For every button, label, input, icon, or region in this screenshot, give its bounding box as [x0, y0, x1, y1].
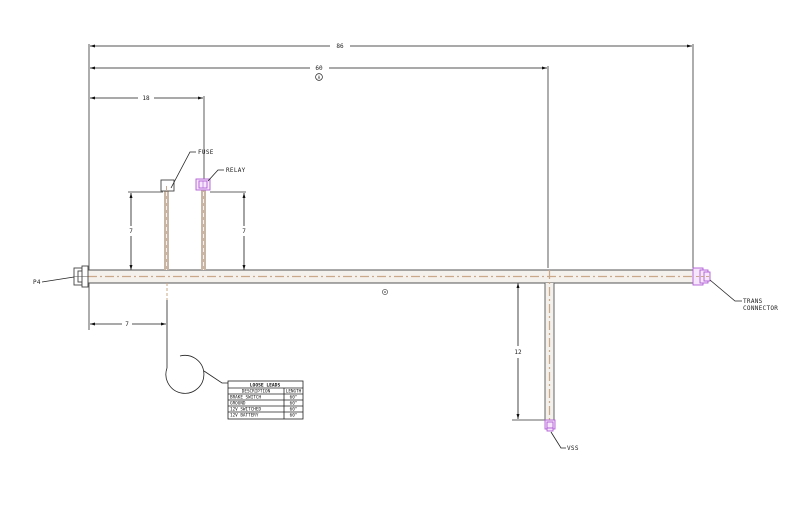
vss-label: VSS	[567, 445, 579, 452]
loose-leads-callout	[203, 370, 228, 384]
table-row-length: 60"	[290, 413, 298, 419]
dim-fuse-branch-label: 7	[129, 228, 133, 235]
table-row-description: GROUND	[230, 401, 246, 407]
dimension-fuse-branch: 7	[129, 193, 133, 270]
dim-overall-label: 86	[336, 43, 344, 50]
dimension-vss-position: 60 A	[90, 65, 547, 81]
loose-leads-table: LOOSE LEADS DESCRIPTION LENGTH BRAKE SWI…	[227, 380, 304, 420]
p4-label: P4	[33, 279, 41, 286]
trans-connector	[692, 267, 711, 286]
main-trunk	[88, 269, 694, 295]
table-row-description: BRAKE SWITCH	[230, 395, 261, 401]
dimension-overall: 86	[90, 43, 692, 50]
fuse-holder	[160, 179, 175, 192]
trans-connector-callout: TRANS CONNECTOR	[709, 279, 778, 312]
fuse-callout: FUSE	[170, 149, 214, 189]
relay-branch	[195, 178, 211, 270]
dim-loose-leads-label: 7	[125, 321, 129, 328]
dimension-relay-branch: 7	[242, 193, 246, 270]
dim-vss-branch-label: 12	[514, 349, 522, 356]
trans-label-line2: CONNECTOR	[743, 305, 778, 312]
table-header-description: DESCRIPTION	[242, 389, 271, 395]
relay-callout: RELAY	[207, 167, 246, 182]
loose-leads-wire	[165, 283, 205, 394]
dimension-relay-position: 18	[90, 95, 203, 102]
table-title: LOOSE LEADS	[250, 383, 281, 389]
dim-relay-branch-label: 7	[242, 228, 246, 235]
vss-branch	[544, 270, 556, 432]
vss-callout: VSS	[550, 431, 579, 452]
relay-label: RELAY	[226, 167, 246, 174]
fuse-label: FUSE	[198, 149, 214, 156]
table-header-length: LENGTH	[286, 389, 302, 395]
p4-callout: P4	[33, 276, 75, 286]
dim-vss-position-label: 60	[315, 65, 323, 72]
dimension-loose-leads-position: 7	[90, 321, 166, 328]
trans-label-line1: TRANS	[743, 298, 763, 305]
datum-callout-a	[315, 73, 323, 81]
table-row-description: 12V SWITCHED	[230, 407, 261, 413]
p4-connector	[73, 265, 89, 288]
table-row-length: 60"	[290, 401, 298, 407]
table-row-description: 12V BATTERY	[230, 413, 259, 419]
svg-text:A: A	[318, 75, 321, 80]
fuse-branch	[160, 179, 175, 270]
dim-relay-position-label: 18	[142, 95, 150, 102]
extension-lines	[88, 44, 694, 421]
dimension-vss-branch: 12	[514, 283, 522, 419]
table-row-length: 60"	[290, 407, 298, 413]
datum-callout-trunk	[382, 289, 388, 295]
table-row-length: 60"	[290, 395, 298, 401]
